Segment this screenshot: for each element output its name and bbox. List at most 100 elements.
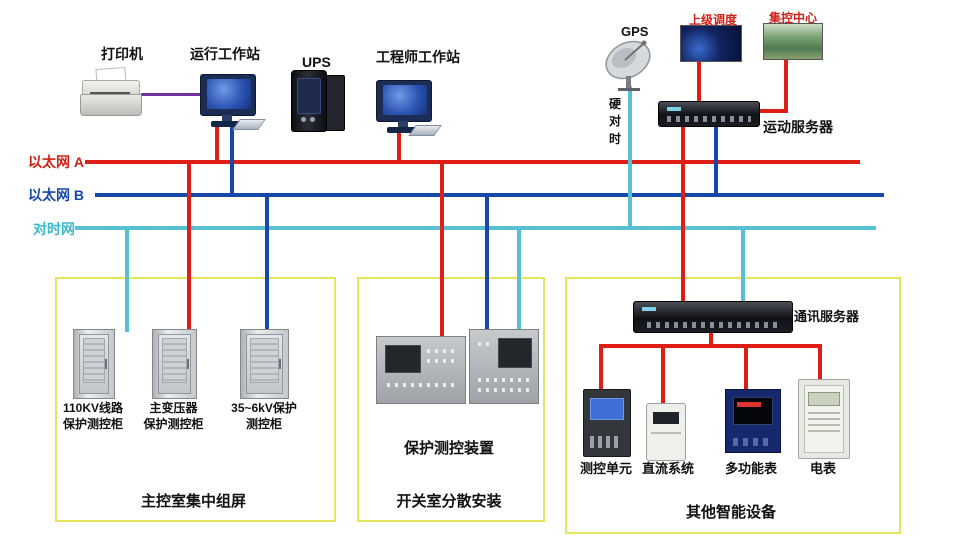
device-display (733, 397, 773, 425)
group-main-control-room (55, 277, 336, 522)
protection-device-2 (469, 329, 539, 404)
line-operator-ws-to-bus-a (215, 127, 219, 162)
bus-ethernet-b-line (95, 193, 884, 197)
engineer-workstation-device (374, 80, 442, 136)
device-keys (590, 436, 622, 448)
group1-caption: 主控室集中组屏 (140, 493, 246, 510)
cabinet-35-6kv (240, 329, 289, 399)
printer-body (80, 94, 142, 116)
line-operator-ws-to-bus-b (230, 127, 234, 195)
line-server-bus-a-to-comm-server (681, 127, 685, 303)
superior-dispatch-label: 上级调度 (689, 13, 738, 27)
device-buttons (478, 342, 494, 346)
cabinet-110kv-label: 110KV线路 保护测控柜 (62, 401, 124, 432)
server-ports (667, 116, 751, 122)
device-screen (385, 345, 421, 373)
device-buttons (427, 349, 457, 353)
server-led (642, 307, 656, 311)
keyboard (232, 119, 266, 130)
cabinet-main-transformer-label: 主变压器 保护测控柜 (143, 401, 204, 432)
bus-time-sync-label: 对时网 (33, 221, 75, 237)
line-bus-b-to-group2 (485, 195, 489, 332)
line-time-sync-to-group1 (125, 228, 129, 332)
energy-meter-device (798, 379, 850, 459)
group2-caption: 开关室分散安装 (396, 493, 502, 510)
protection-devices-label: 保护测控装置 (403, 440, 494, 457)
line-comm-server-drop (709, 330, 713, 347)
multifunction-meter-label: 多功能表 (724, 461, 777, 476)
device-seam (651, 432, 681, 434)
bus-ethernet-a-line (85, 160, 860, 164)
line-bus-b-to-group1 (265, 195, 269, 332)
line-engineer-ws-to-bus-a (397, 133, 401, 162)
measure-control-unit-device (583, 389, 631, 457)
comm-server-label: 通讯服务器 (794, 309, 860, 324)
cabinet-door (79, 334, 109, 394)
meter-rows (808, 412, 840, 432)
comm-server-device (633, 301, 793, 333)
device-buttons (478, 378, 530, 382)
ups-label: UPS (302, 54, 331, 70)
monitor-screen (383, 85, 427, 115)
line-drop-multifunction-meter (744, 344, 748, 389)
line-bus-a-to-group2 (440, 162, 444, 336)
cable-printer-to-operator-ws (141, 93, 200, 96)
multifunction-meter-device (725, 389, 781, 453)
line-server-to-superior-dispatch (697, 60, 701, 101)
dc-system-label: 直流系统 (641, 461, 694, 476)
printer-slot (90, 92, 130, 95)
printer-label: 打印机 (101, 46, 143, 62)
line-bus-a-to-group1 (187, 162, 191, 332)
monitor-screen (207, 79, 251, 109)
device-buttons (478, 388, 530, 392)
cabinet-door (158, 334, 191, 394)
line-drop-mcu (599, 344, 603, 389)
engineer-workstation-label: 工程师工作站 (376, 49, 460, 65)
dc-system-device (646, 403, 686, 461)
line-time-sync-to-group2 (517, 228, 521, 330)
server-led (667, 107, 681, 111)
device-buttons (387, 383, 455, 387)
line-drop-energy-meter (818, 344, 822, 379)
cabinet-door (246, 334, 283, 394)
server-ports (646, 322, 780, 328)
central-control-photo (763, 23, 823, 60)
monitor-neck (398, 121, 408, 127)
telemetry-server-label: 运动服务器 (763, 119, 833, 135)
group3-caption: 其他智能设备 (685, 504, 776, 521)
bus-ethernet-a-label: 以太网 A (28, 154, 84, 170)
keyboard (408, 125, 442, 136)
gps-label: GPS (621, 24, 649, 39)
operator-workstation-label: 运行工作站 (190, 46, 260, 62)
device-buttons (427, 359, 457, 363)
superior-dispatch-photo (680, 25, 742, 62)
bus-ethernet-b-label: 以太网 B (28, 187, 84, 203)
ups-device (289, 70, 347, 132)
device-keys (733, 438, 773, 446)
hard-time-sync-label: 硬 对 时 (609, 97, 622, 146)
device-digits (737, 402, 761, 407)
monitor-neck (222, 115, 232, 121)
device-lcd (653, 412, 679, 424)
line-server-to-bus-b (714, 127, 718, 195)
device-screen (498, 338, 532, 368)
line-server-to-central-control-v (784, 60, 788, 113)
meter-lcd (808, 392, 840, 406)
printer-device (80, 66, 142, 118)
line-time-sync-to-comm-server (741, 228, 745, 303)
monitor-base (387, 127, 417, 133)
central-control-label: 集控中心 (769, 11, 818, 25)
telemetry-server-device (658, 101, 760, 127)
gps-antenna-icon (602, 36, 662, 97)
ups-button (301, 117, 306, 122)
operator-workstation-device (198, 74, 266, 130)
line-drop-dc-system (661, 344, 665, 403)
monitor-base (211, 121, 241, 127)
device-screen (590, 398, 624, 420)
line-server-to-central-control-h (756, 109, 788, 113)
line-group3-distribution (599, 344, 822, 348)
cabinet-main-transformer (152, 329, 197, 399)
ups-front-panel (297, 78, 321, 114)
ups-button-2 (310, 117, 315, 122)
